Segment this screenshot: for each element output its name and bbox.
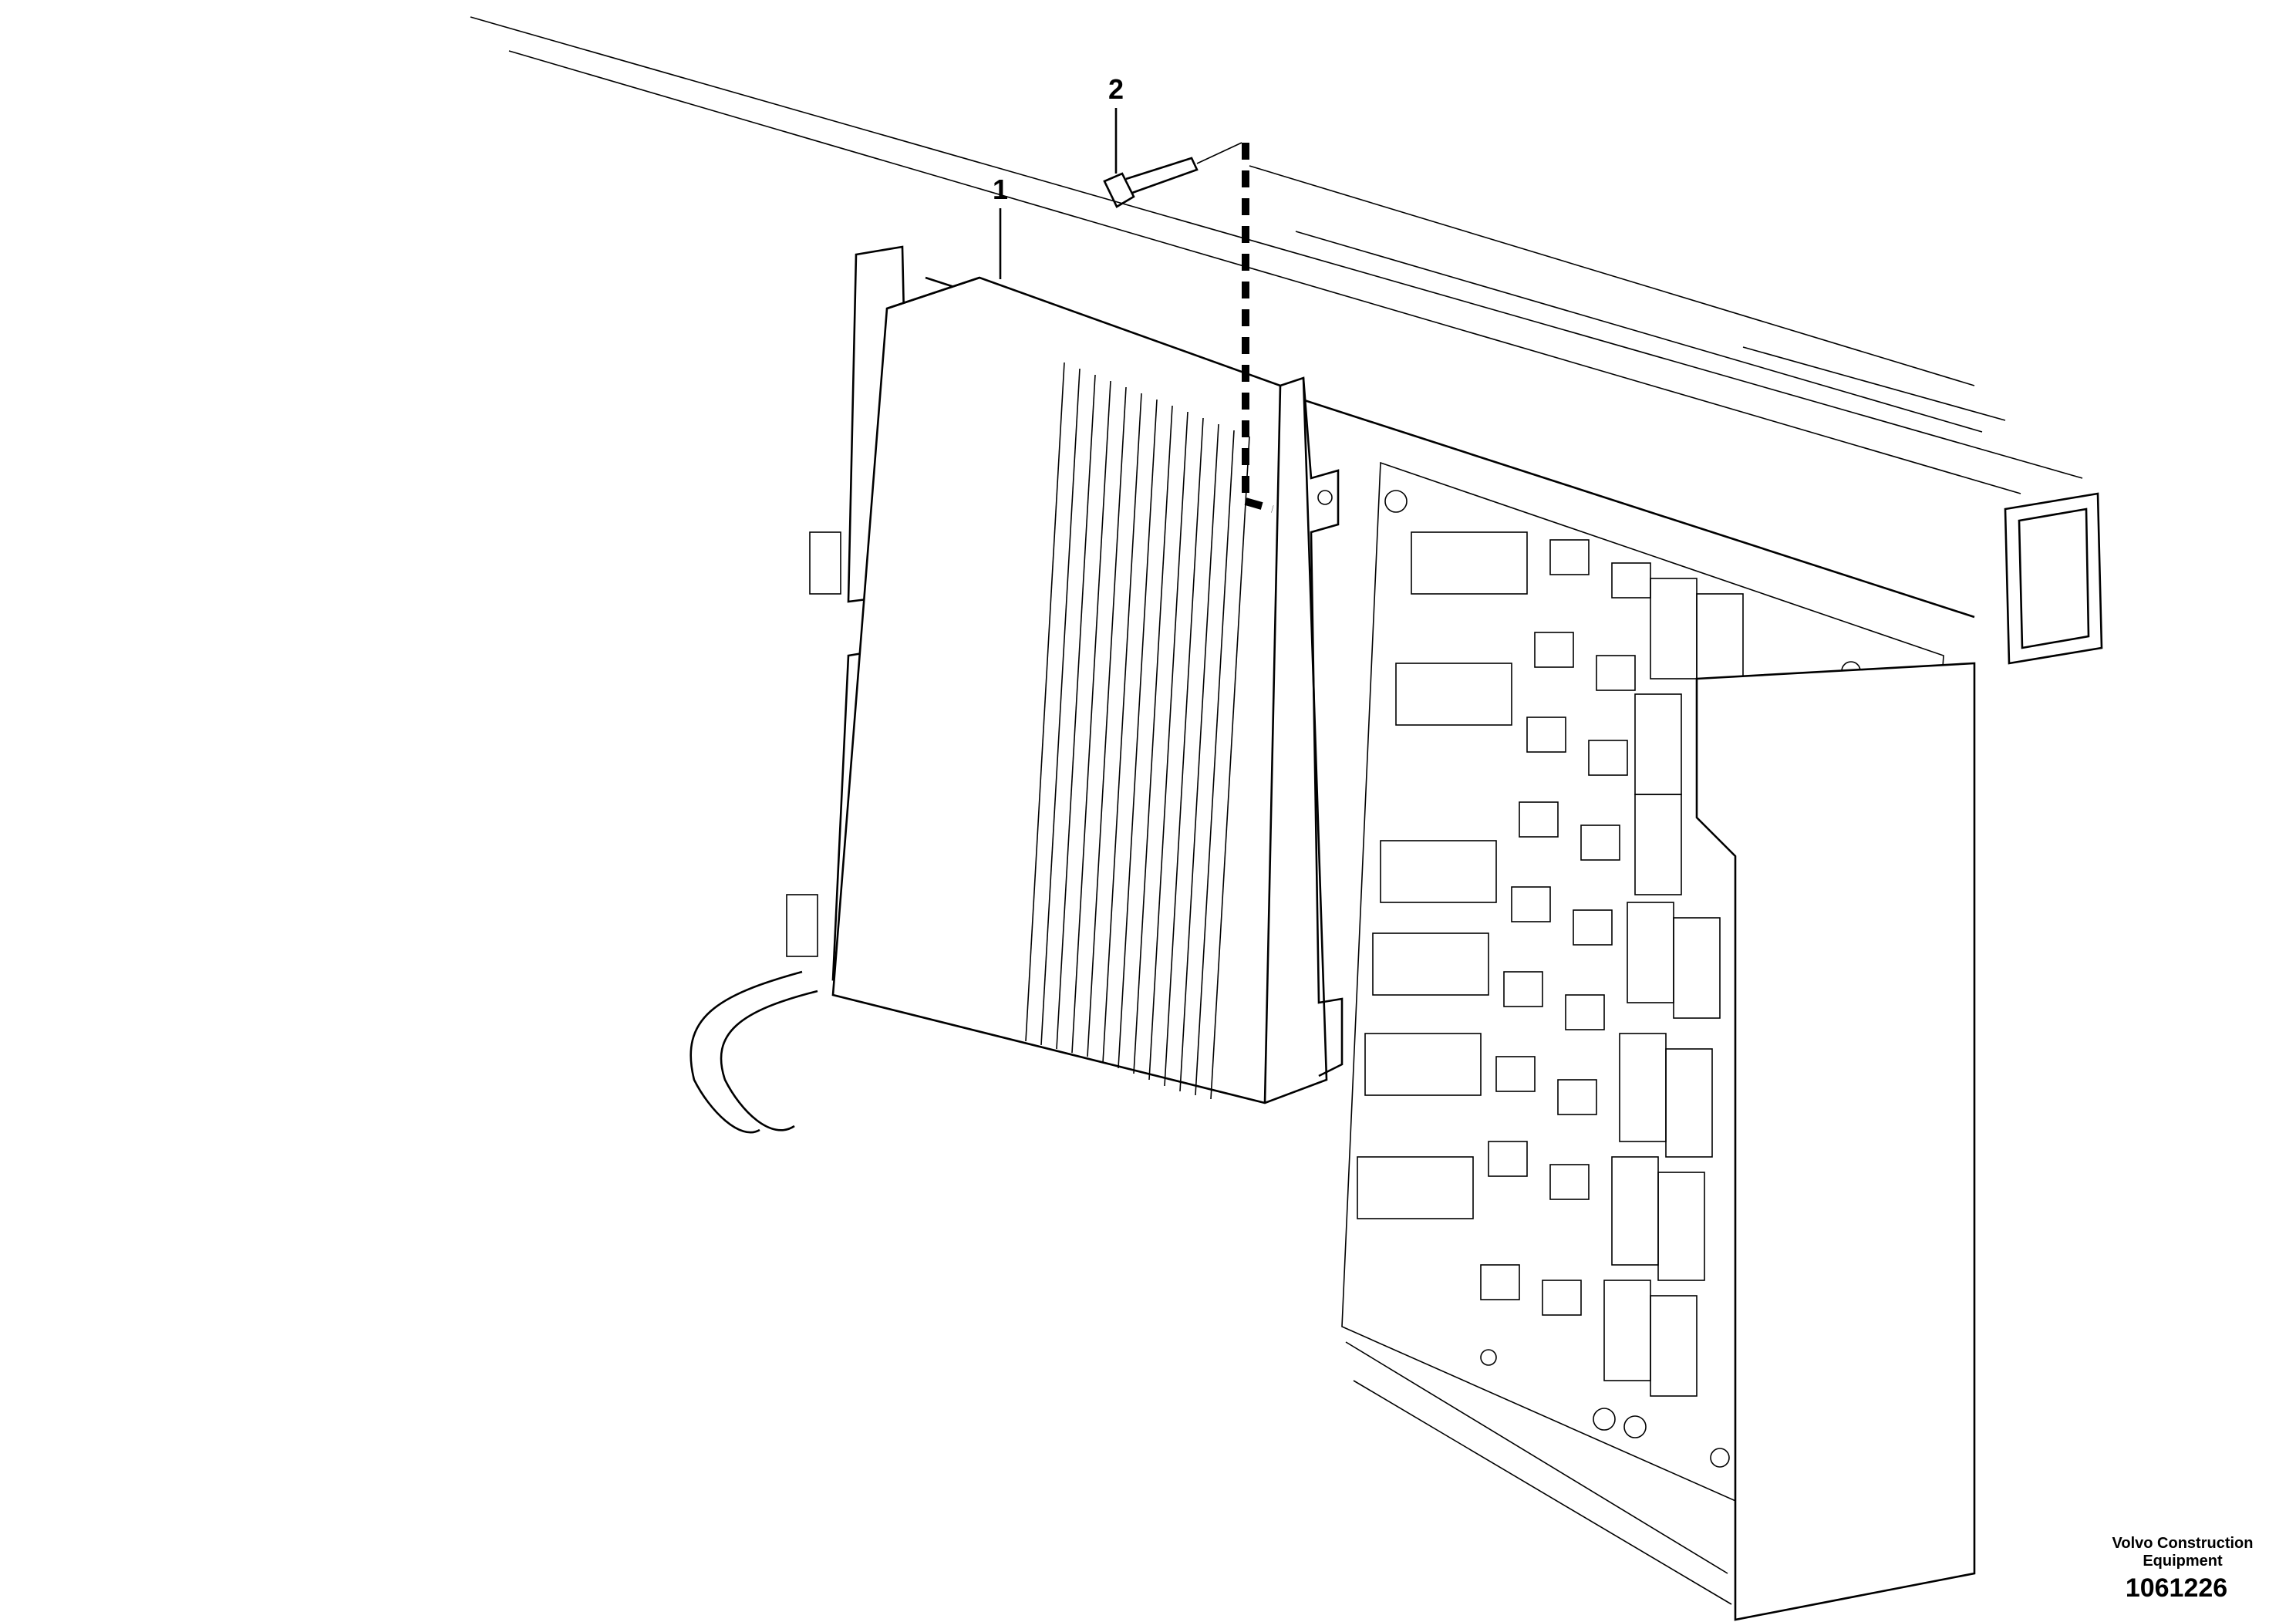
publisher-name-line2: Equipment [2143,1553,2223,1570]
assembly-line [1196,142,1274,513]
drawing-number: 1061226 [2125,1573,2228,1603]
publisher-name: Volvo Construction [2112,1535,2254,1552]
heat-sink-fins [1025,362,1250,1100]
callout-2-label: 2 [1108,73,1124,105]
relay-blocks [1357,531,1528,1219]
small-connectors [1480,539,1651,1316]
cover-plate [1695,662,1976,1621]
wiring-cable [689,970,818,1134]
mounting-screw [1103,157,1199,208]
fuse-columns [1603,578,1744,1397]
callout-1-label: 1 [993,174,1008,205]
electronic-control-unit [831,276,1344,1104]
